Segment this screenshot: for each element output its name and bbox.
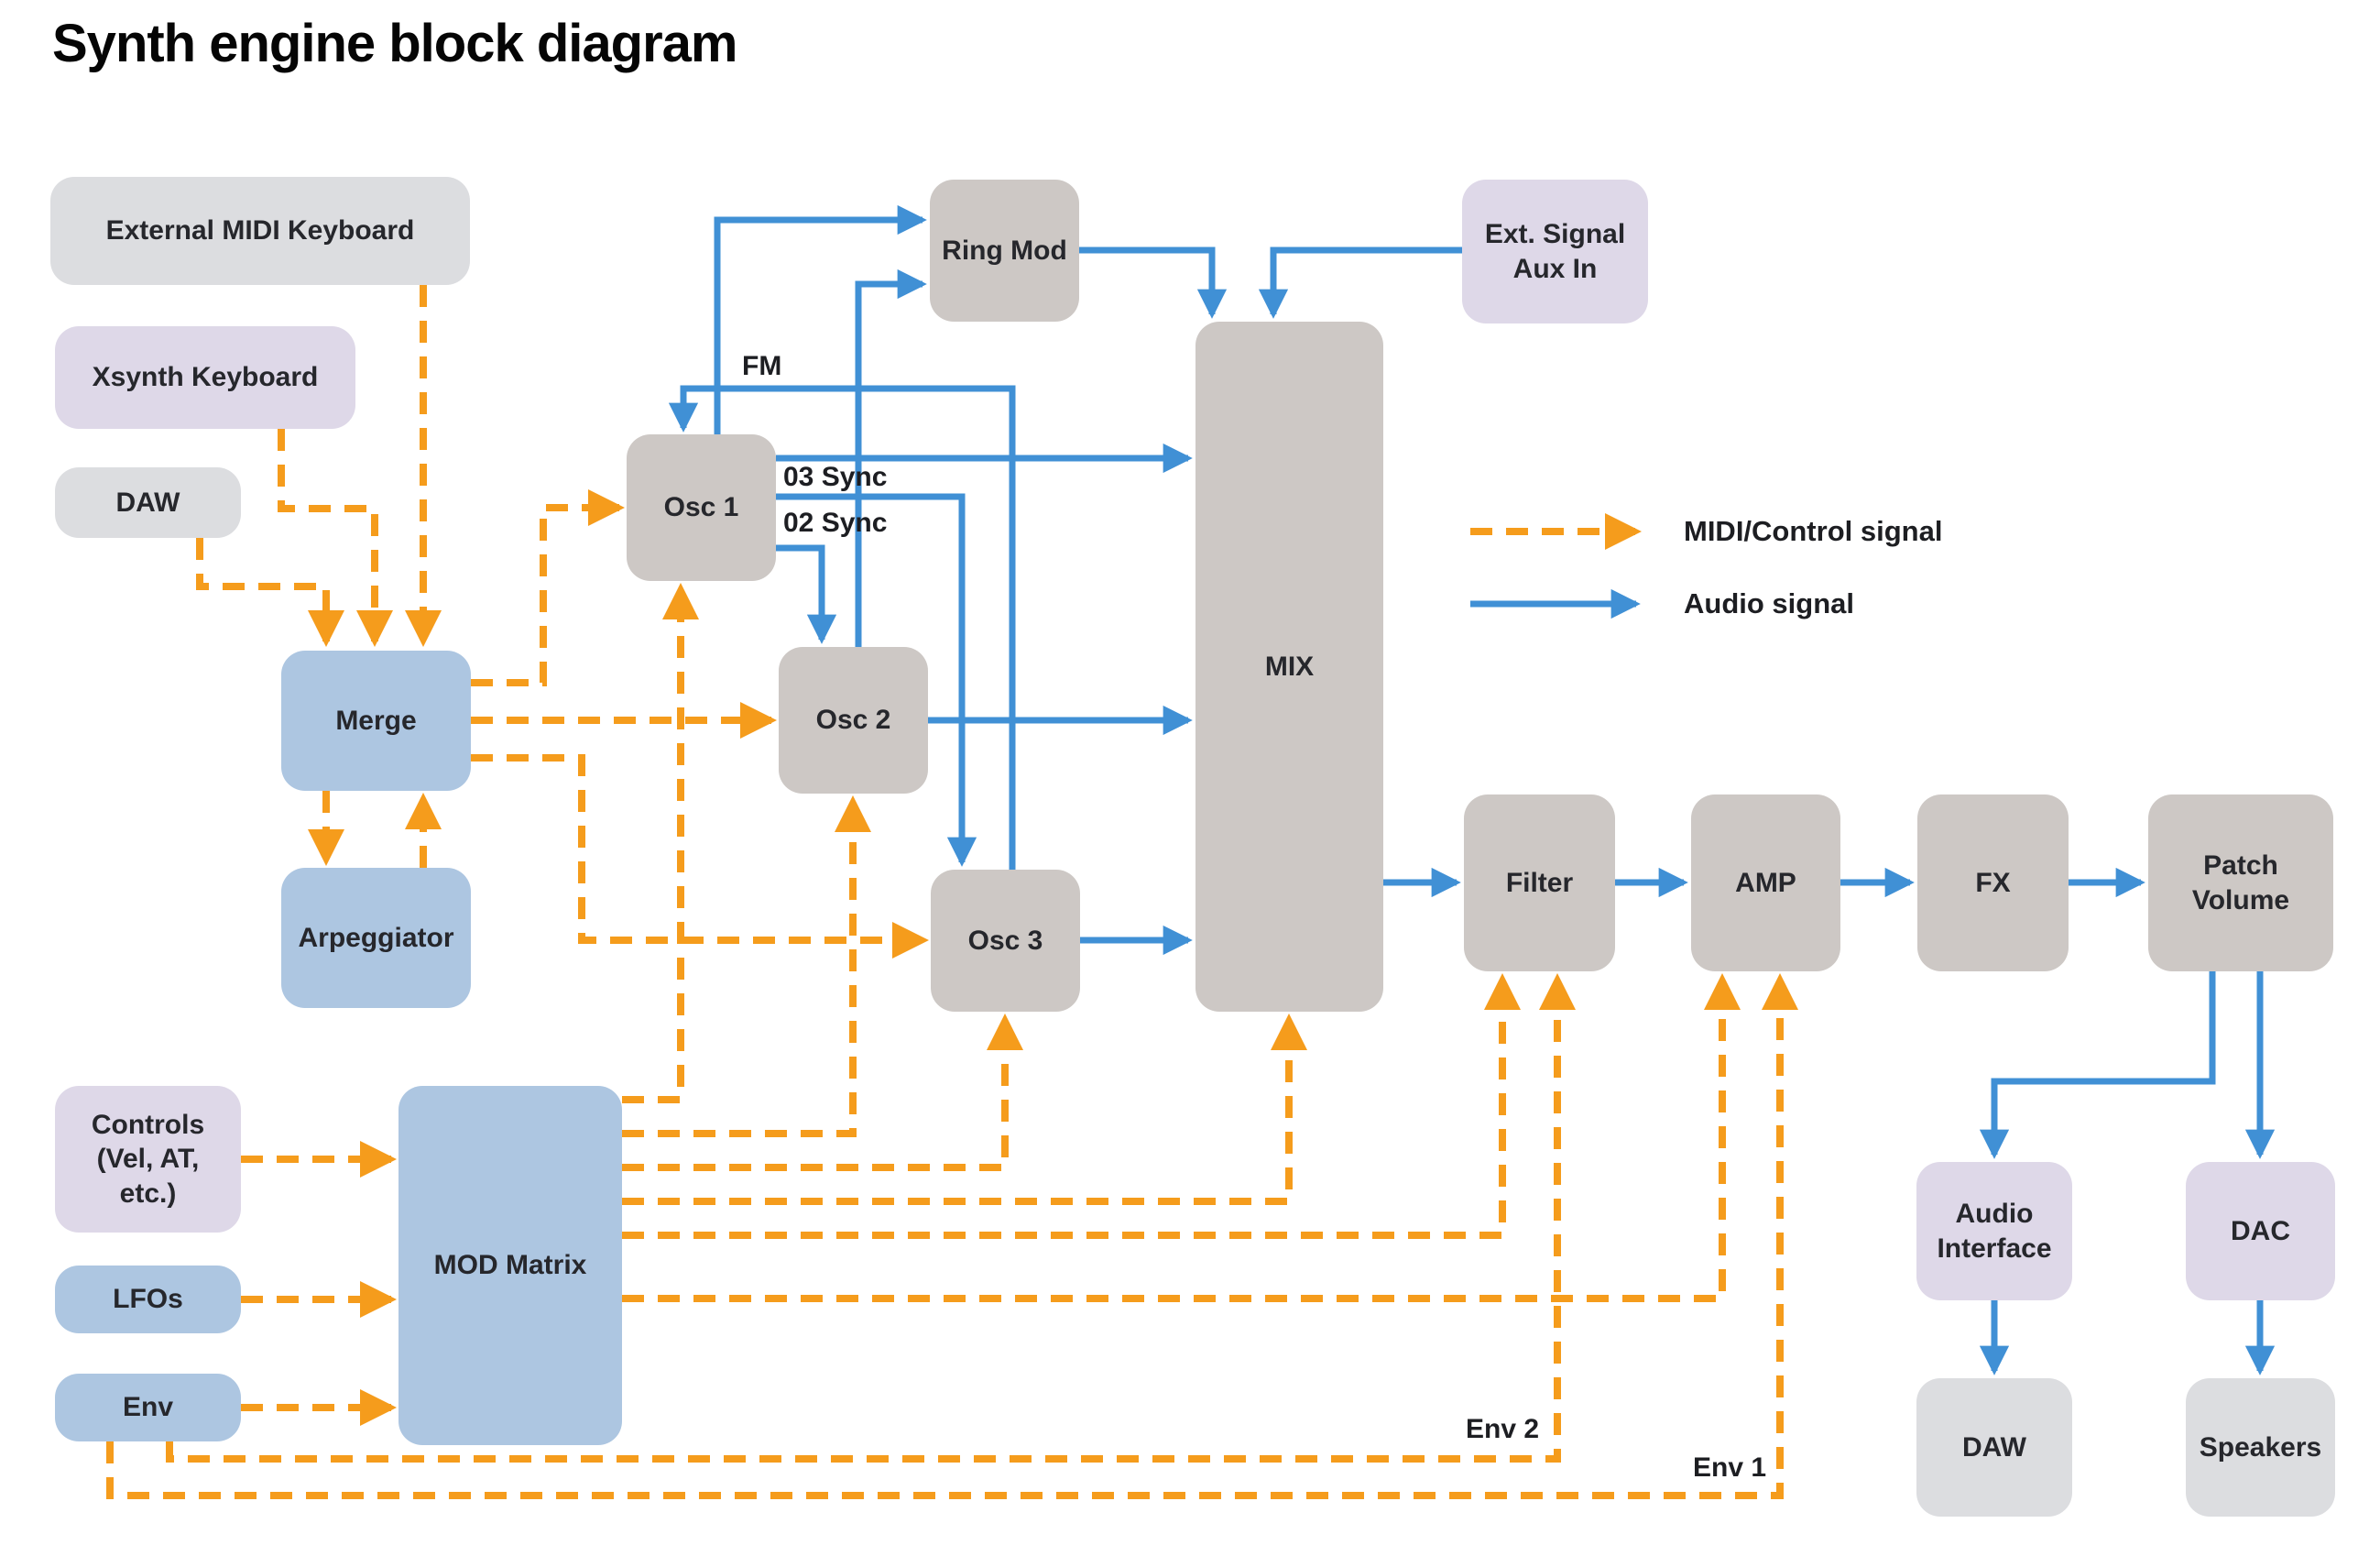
legend-audio-label: Audio signal [1684, 587, 1854, 619]
wire-env2-to-filter [166, 972, 1576, 1463]
node-amp: AMP [1691, 794, 1840, 971]
wire-extaux-to-mix [1258, 247, 1462, 319]
wire-xsynth-to-merge [278, 429, 393, 648]
node-mix: MIX [1195, 322, 1383, 1012]
legend-midi-label: MIDI/Control signal [1684, 515, 1943, 547]
wire-modmatrix-to-filter [622, 972, 1521, 1239]
node-merge: Merge [281, 651, 471, 791]
node-speakers: Speakers [2186, 1378, 2335, 1517]
wire-daw-to-merge [196, 538, 344, 648]
node-env: Env [55, 1374, 241, 1441]
node-fx: FX [1917, 794, 2069, 971]
wire-modmatrix-to-osc2 [622, 794, 871, 1137]
label-03-sync: 03 Sync [783, 462, 888, 492]
node-mod-matrix: MOD Matrix [398, 1086, 622, 1445]
node-arpeggiator: Arpeggiator [281, 868, 471, 1008]
label-fm: FM [742, 351, 782, 381]
wire-osc1-to-ringmod [714, 204, 927, 434]
wire-modmatrix-to-mix [622, 1013, 1307, 1205]
wire-env1-to-amp [106, 972, 1798, 1499]
node-daw-output: DAW [1916, 1378, 2072, 1517]
page-title: Synth engine block diagram [52, 14, 737, 73]
wire-osc2-to-ringmod [855, 268, 927, 647]
node-daw-input: DAW [55, 467, 241, 538]
node-audio-interface: Audio Interface [1916, 1162, 2072, 1300]
node-ring-mod: Ring Mod [930, 180, 1079, 322]
wire-modmatrix-to-osc3 [622, 1013, 1023, 1171]
wire-merge-to-osc1 [471, 489, 626, 686]
wire-osc1-sync-to-osc3 [776, 493, 977, 867]
wire-osc3-fm-to-osc1 [668, 385, 1016, 870]
node-osc2: Osc 2 [779, 647, 928, 794]
node-dac: DAC [2186, 1162, 2335, 1300]
wire-patchvolume-to-audiointerface [1979, 971, 2216, 1159]
wire-merge-to-osc3 [471, 754, 930, 959]
wire-modmatrix-to-amp [622, 972, 1741, 1302]
node-lfos: LFOs [55, 1266, 241, 1333]
wire-osc1-sync-to-osc2 [776, 544, 837, 644]
node-patch-volume: Patch Volume [2148, 794, 2333, 971]
node-osc1: Osc 1 [627, 434, 776, 581]
label-02-sync: 02 Sync [783, 508, 888, 538]
label-env-1: Env 1 [1693, 1452, 1767, 1483]
node-xsynth-keyboard: Xsynth Keyboard [55, 326, 355, 429]
label-env-2: Env 2 [1466, 1414, 1540, 1444]
wire-modmatrix-to-osc1 [622, 582, 699, 1103]
node-ext-midi-keyboard: External MIDI Keyboard [50, 177, 470, 285]
node-ext-signal-aux-in: Ext. Signal Aux In [1462, 180, 1648, 323]
node-filter: Filter [1464, 794, 1615, 971]
node-osc3: Osc 3 [931, 870, 1080, 1012]
wire-ringmod-to-mix [1079, 247, 1228, 319]
node-controls: Controls (Vel, AT, etc.) [55, 1086, 241, 1233]
